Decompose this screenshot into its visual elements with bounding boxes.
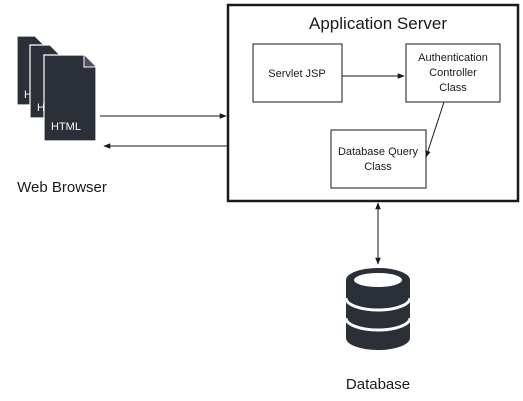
auth-controller-label-1: Authentication bbox=[418, 52, 488, 64]
auth-controller-label-2: Controller bbox=[429, 67, 477, 79]
database-cylinder-icon bbox=[344, 268, 412, 350]
servlet-jsp-box bbox=[252, 43, 343, 103]
html-pages-icon: H H HTML bbox=[16, 35, 97, 142]
web-browser-label: Web Browser bbox=[17, 179, 107, 196]
auth-to-dbquery-arrow bbox=[425, 101, 445, 158]
database-query-label-2: Class bbox=[364, 161, 392, 173]
html-page-label: HTML bbox=[51, 121, 81, 133]
database-query-box bbox=[330, 129, 427, 189]
servlet-jsp-label: Servlet JSP bbox=[268, 68, 325, 80]
database-label: Database bbox=[346, 376, 410, 393]
auth-controller-box bbox=[405, 43, 501, 103]
back-page-letter-2: H bbox=[37, 102, 45, 114]
auth-controller-label-3: Class bbox=[439, 82, 467, 94]
database-query-label-1: Database Query bbox=[338, 146, 419, 158]
back-page-letter-1: H bbox=[24, 89, 32, 101]
application-server-title: Application Server bbox=[309, 14, 447, 33]
